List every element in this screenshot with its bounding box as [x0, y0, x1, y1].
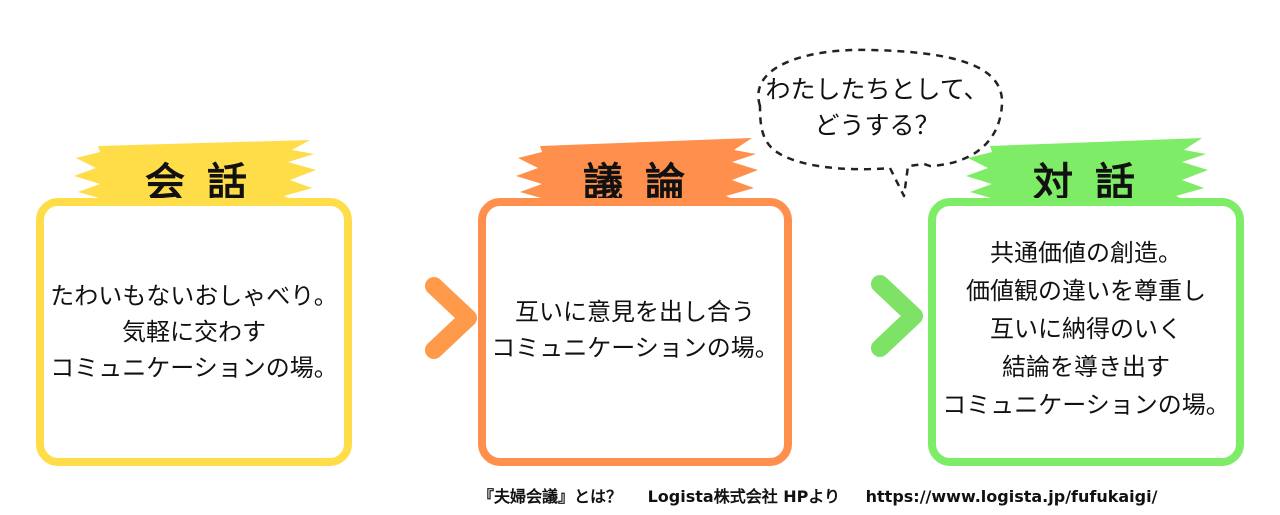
- footer-source: Logista株式会社 HPより: [647, 487, 841, 506]
- taiwa-box: 共通価値の創造。 価値観の違いを尊重し 互いに納得のいく 結論を導き出す コミュ…: [928, 198, 1244, 466]
- bubble-text: わたしたちとして、 どうする？: [764, 72, 990, 144]
- footer-caption: 『夫婦会議』とは？ Logista株式会社 HPより https://www.l…: [478, 483, 1157, 507]
- arrow-right-icon: [351, 277, 477, 359]
- taiwa-line: コミュニケーションの場。: [942, 391, 1230, 419]
- footer-url[interactable]: https://www.logista.jp/fufukaigi/: [865, 487, 1158, 506]
- taiwa-line: 互いに納得のいく: [990, 315, 1182, 343]
- giron-line: 互いに意見を出し合う: [515, 298, 755, 326]
- taiwa-line: 共通価値の創造。: [990, 239, 1182, 267]
- taiwa-line: 結論を導き出す: [1002, 353, 1170, 381]
- kaiwa-line: コミュニケーションの場。: [50, 354, 338, 382]
- bubble-line: どうする？: [814, 111, 940, 140]
- kaiwa-line: たわいもないおしゃべり。: [50, 282, 338, 310]
- taiwa-line: 価値観の違いを尊重し: [966, 277, 1206, 305]
- kaiwa-box: たわいもないおしゃべり。 気軽に交わす コミュニケーションの場。: [36, 198, 352, 466]
- kaiwa-description: たわいもないおしゃべり。 気軽に交わす コミュニケーションの場。: [50, 278, 338, 386]
- giron-line: コミュニケーションの場。: [491, 334, 779, 362]
- taiwa-brush-icon: [966, 138, 1208, 210]
- giron-brush-icon: [516, 138, 758, 210]
- giron-box: 互いに意見を出し合う コミュニケーションの場。: [478, 198, 792, 466]
- thought-bubble-icon: [757, 48, 1004, 198]
- arrow-right-icon: [791, 275, 923, 357]
- giron-description: 互いに意見を出し合う コミュニケーションの場。: [491, 294, 779, 366]
- taiwa-description: 共通価値の創造。 価値観の違いを尊重し 互いに納得のいく 結論を導き出す コミュ…: [942, 234, 1230, 424]
- kaiwa-brush-icon: [74, 140, 316, 210]
- kaiwa-line: 気軽に交わす: [122, 318, 266, 346]
- footer-title: 『夫婦会議』とは？: [478, 487, 623, 506]
- bubble-line: わたしたちとして、: [765, 75, 989, 104]
